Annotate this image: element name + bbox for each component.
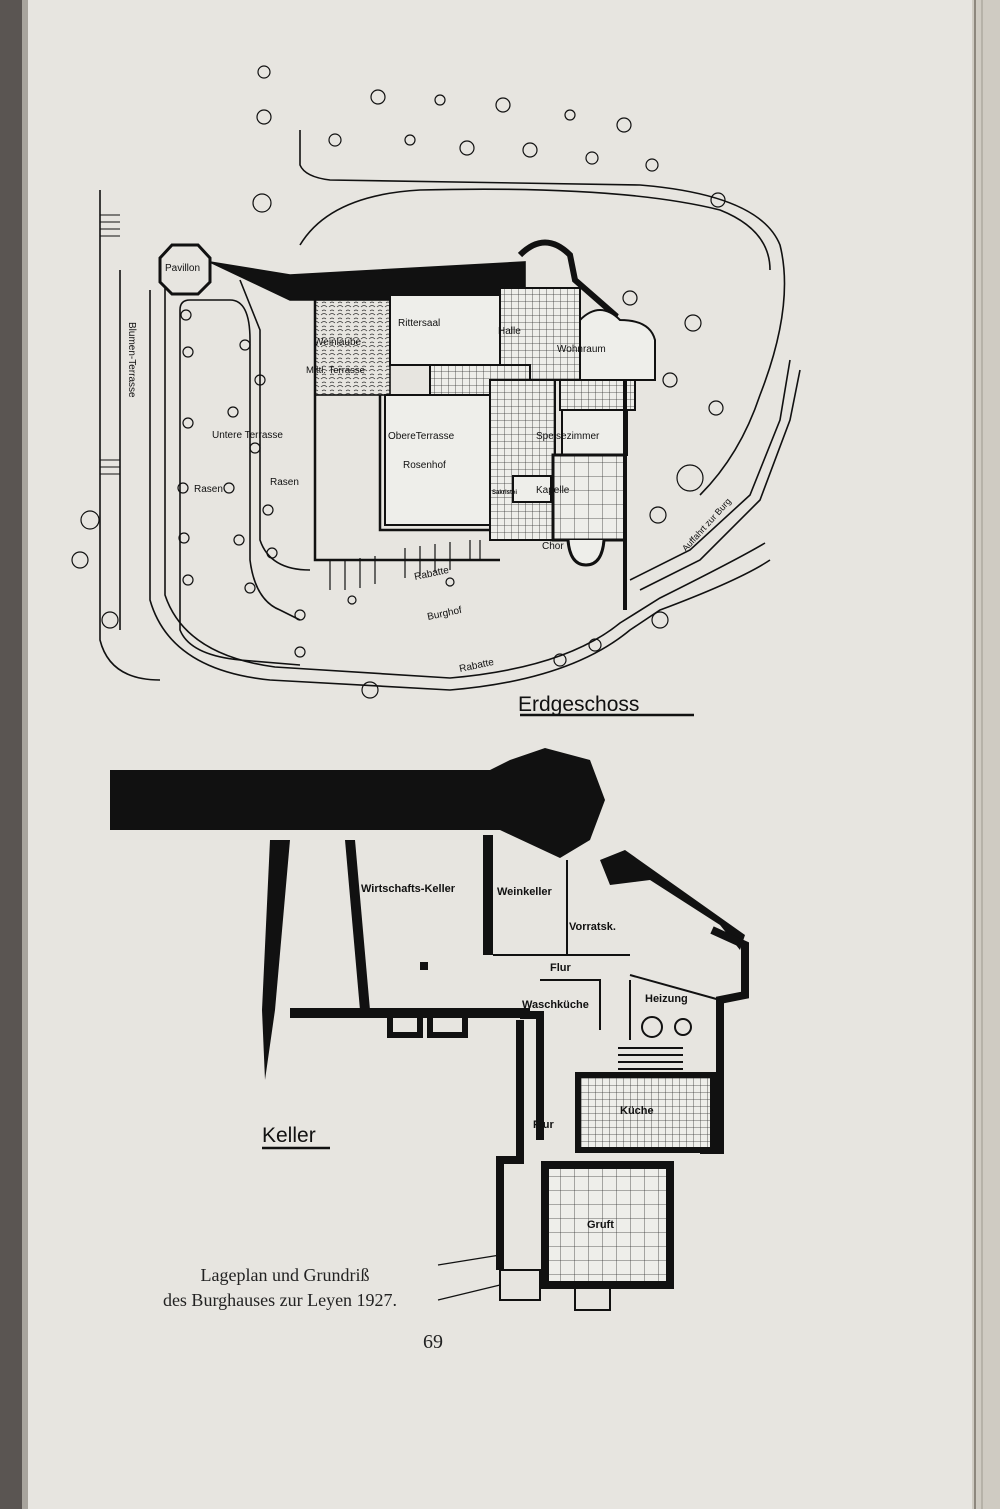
label-mittl-terrasse: Mittl. Terrasse (306, 365, 365, 376)
label-sakristei: Sakristei (492, 490, 517, 496)
ground-floor-plan (71, 65, 801, 717)
label-weinkeller: Weinkeller (497, 886, 553, 898)
label-untere-terrasse: Untere Terrasse (212, 430, 283, 441)
label-halle: Halle (498, 326, 521, 337)
label-rasen-1: Rasen (194, 484, 223, 495)
label-heizung: Heizung (645, 993, 688, 1005)
label-waschkueche: Waschküche (522, 999, 589, 1011)
label-pavillon: Pavillon (165, 263, 200, 274)
previous-page-edge (0, 0, 22, 1509)
label-rabatte-2: Rabatte (458, 657, 495, 675)
cellar-title: Keller (262, 1124, 316, 1147)
label-kueche: Küche (620, 1105, 654, 1117)
label-auffahrt: Auffahrt zur Burg (680, 496, 733, 553)
label-rittersaal: Rittersaal (398, 318, 440, 329)
cellar-labels: Keller Wirtschafts-Keller Weinkeller Vor… (262, 883, 688, 1231)
caption-line-2: des Burghauses zur Leyen 1927. (163, 1290, 397, 1310)
label-rasen-2: Rasen (270, 477, 299, 488)
ground-floor-title: Erdgeschoss (518, 693, 639, 716)
page-number: 69 (423, 1331, 443, 1353)
label-wirtschafts-keller: Wirtschafts-Keller (361, 883, 456, 895)
label-weinlaube: Weinlaube (314, 337, 362, 348)
page-stack-edge (972, 0, 1000, 1509)
label-rosenhof: Rosenhof (403, 460, 446, 471)
label-blumen-terrasse: Blumen-Terrasse (126, 322, 137, 398)
label-flur-2: Flur (533, 1119, 554, 1131)
label-gruft: Gruft (587, 1219, 614, 1231)
cellar-plan (110, 748, 749, 1311)
label-wohnraum: Wohnraum (557, 344, 606, 355)
label-chor: Chor (542, 541, 564, 552)
caption-line-1: Lageplan und Grundriß (201, 1265, 370, 1285)
label-rabatte-1: Rabatte (413, 565, 450, 583)
label-flur-1: Flur (550, 962, 571, 974)
label-burghof: Burghof (426, 605, 463, 623)
label-kapelle: Kapelle (536, 485, 570, 496)
label-speisezimmer: Speisezimmer (536, 431, 600, 442)
label-obere-terrasse: ObereTerrasse (388, 431, 455, 442)
label-vorratsk: Vorratsk. (569, 921, 616, 933)
